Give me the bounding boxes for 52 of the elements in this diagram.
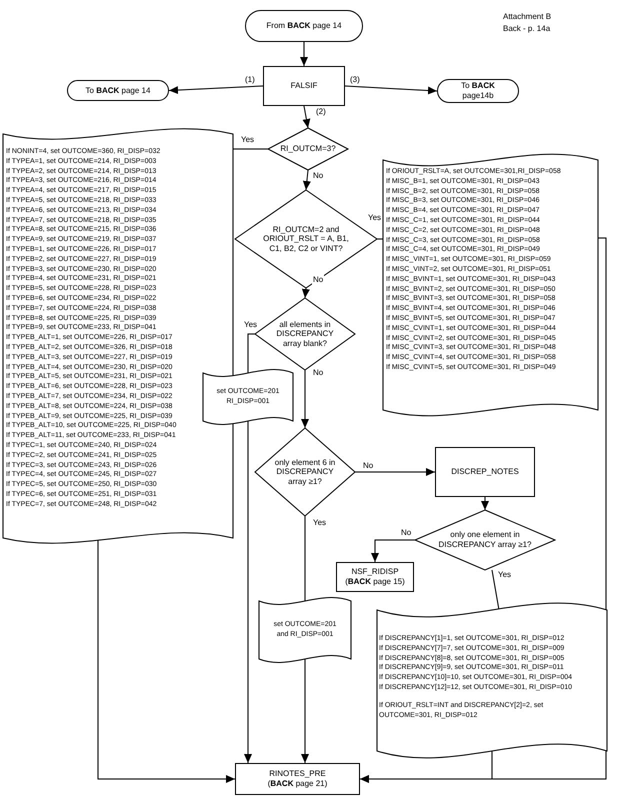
- edge-label: Yes: [497, 570, 512, 580]
- edge-label: (1): [244, 75, 256, 85]
- node-label: To BACK page 14: [86, 86, 150, 96]
- node-label: To BACK page14b: [460, 81, 496, 101]
- node-label: RI_OUTCM=3?: [279, 144, 337, 154]
- node-label: all elements in DISCREPANCY array blank?: [275, 320, 335, 348]
- node-label: (BACK page 15): [345, 577, 405, 587]
- process-box: [263, 66, 345, 106]
- node-label: DISCREP_NOTES: [451, 467, 519, 477]
- connector-line: [304, 516, 306, 602]
- edge-label: (2): [315, 107, 327, 117]
- arrow: [371, 540, 416, 562]
- node-label: FALSIF: [290, 81, 318, 91]
- arrow: [302, 170, 311, 190]
- process-box: [435, 447, 535, 497]
- connector-line: [248, 334, 256, 374]
- arrow: [302, 288, 310, 298]
- arrow: [301, 658, 309, 764]
- node-label: RINOTES_PRE: [269, 769, 326, 779]
- terminal-shape: [437, 79, 519, 103]
- node-label: From BACK page 14: [266, 21, 342, 31]
- node-label: RI_OUTCM=2 and ORIOUT_RSLT = A, B1, C1, B2, C2 or VINT?: [262, 224, 350, 254]
- arrow: [354, 468, 436, 476]
- node-label: (BACK page 21): [268, 779, 328, 789]
- terminal-shape: [245, 10, 363, 42]
- arrow: [481, 496, 489, 510]
- edge-label: Yes: [240, 135, 256, 145]
- page-note: Back - p. 14a: [503, 23, 550, 34]
- node-label: NSF_RIDISP: [351, 567, 399, 577]
- arrow: [300, 42, 308, 66]
- connector-line: [232, 148, 268, 150]
- connector-line: [492, 570, 500, 610]
- edge-label: Yes: [367, 213, 382, 223]
- edge-label: No: [312, 171, 324, 181]
- arrow: [302, 106, 310, 128]
- page-note: Attachment B: [503, 11, 552, 22]
- edge-label: Yes: [243, 320, 258, 330]
- edge-label: (3): [349, 75, 361, 85]
- edge-label: Yes: [312, 518, 328, 528]
- edge-label: No: [312, 368, 324, 378]
- node-label: only element 6 in DISCREPANCY array ≥1?: [274, 458, 336, 486]
- edge-label: No: [400, 528, 412, 538]
- arrow: [168, 86, 264, 94]
- arrow: [244, 420, 252, 764]
- process-box: [235, 763, 360, 795]
- arrow: [301, 370, 309, 428]
- node-label: only one element in DISCREPANCY array ≥1?: [437, 530, 532, 550]
- edge-label: No: [362, 461, 374, 471]
- process-box: [336, 562, 414, 592]
- terminal-shape: [67, 80, 169, 101]
- edge-label: No: [312, 275, 324, 285]
- arrow: [344, 86, 438, 94]
